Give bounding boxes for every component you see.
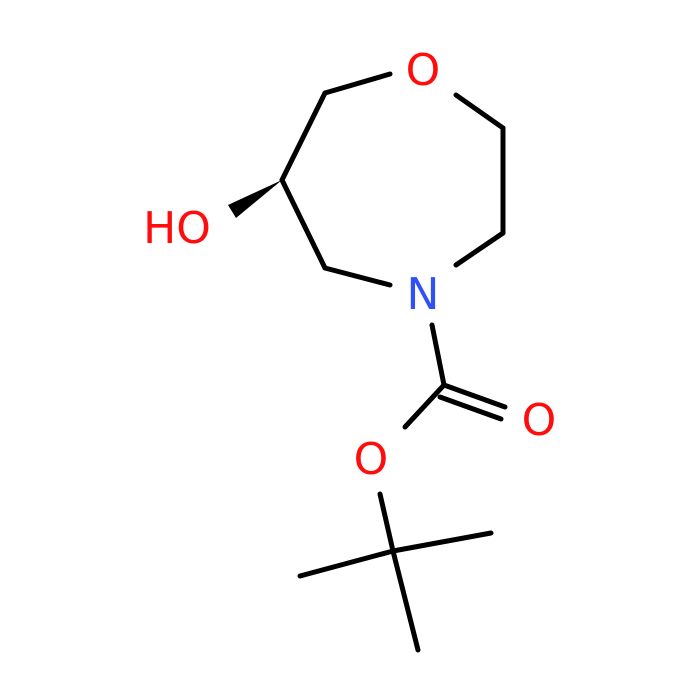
bond-tbu-methyl-right	[390, 530, 494, 554]
bond-ester-o-tbu	[377, 491, 396, 554]
carbonyl-oxygen-label: O	[522, 395, 557, 446]
ring-oxygen-label: O	[406, 45, 441, 96]
bond-c2-o1	[322, 71, 393, 96]
ester-oxygen-label: O	[354, 434, 389, 485]
bond-n4-c5	[322, 265, 393, 288]
hydroxyl-label: HO	[143, 203, 211, 254]
bond-c6-n4	[453, 230, 506, 268]
bond-carbonyl-ester-o	[402, 382, 447, 430]
bond-n4-carbonyl	[429, 322, 447, 388]
bond-carbonyl-double-a	[441, 382, 508, 410]
bond-tbu-methyl-left	[297, 548, 396, 579]
bond-tbu-methyl-down	[390, 548, 421, 653]
bond-carbonyl-double-b	[437, 394, 504, 422]
stereo-wedge-bond	[228, 180, 282, 218]
bond-c5-c3	[279, 177, 328, 271]
ring-nitrogen-label: N	[407, 269, 440, 320]
bond-c3-c2	[279, 90, 328, 183]
bond-o1-c7	[453, 92, 506, 131]
